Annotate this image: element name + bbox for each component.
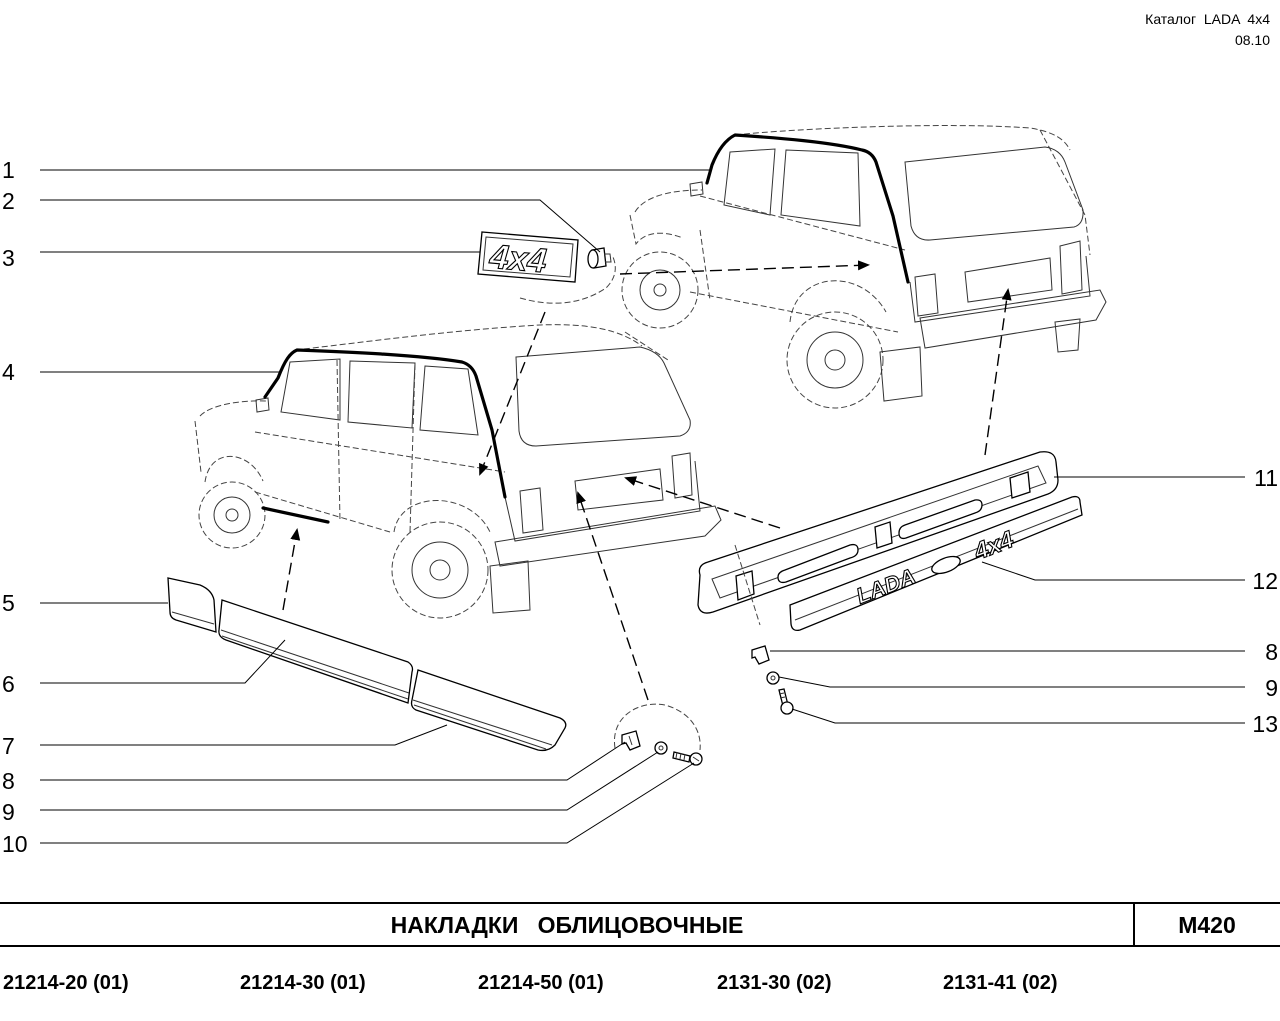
- callout-11: 11: [1254, 465, 1278, 491]
- car-illustration-lower: [194, 324, 722, 619]
- model-item: 21214-20 (01): [3, 972, 129, 994]
- model-item: 21214-30 (01): [240, 972, 366, 994]
- clip-part-2: [587, 247, 612, 269]
- emblem-lettering: 4x4: [487, 238, 548, 281]
- washer-part-9-right: [766, 671, 780, 685]
- fastener-part-8: [621, 730, 641, 751]
- model-item: 21214-50 (01): [478, 972, 604, 994]
- molding-part-7: [410, 669, 567, 752]
- rear-trim-part-11: [697, 451, 1059, 614]
- callout-9-right: 9: [1265, 675, 1278, 701]
- callout-8: 8: [2, 768, 15, 794]
- catalog-date: 08.10: [1235, 32, 1270, 48]
- washer-part-9: [654, 741, 668, 755]
- leader-lines: [40, 169, 1245, 844]
- lettered-trim-part-12: LADA 4x4: [789, 495, 1083, 632]
- callout-1: 1: [2, 157, 15, 183]
- title-block: НАКЛАДКИ ОБЛИЦОВОЧНЫЕ М420: [0, 902, 1280, 947]
- callout-10: 10: [2, 831, 28, 857]
- callout-2: 2: [2, 188, 15, 214]
- molding-part-6: [218, 599, 414, 704]
- molding-part-5: [167, 577, 217, 633]
- callouts-left: 1 2 3 4 5 6 7 8 9 10: [2, 157, 28, 857]
- model-list: 21214-20 (01) 21214-30 (01) 21214-50 (01…: [3, 972, 1058, 994]
- detail-circle-upper: [519, 256, 616, 304]
- callout-8-right: 8: [1265, 639, 1278, 665]
- callout-12: 12: [1252, 568, 1278, 594]
- model-item: 2131-41 (02): [943, 972, 1058, 994]
- screw-part-13: [778, 688, 794, 715]
- callout-3: 3: [2, 245, 15, 271]
- callout-13: 13: [1252, 711, 1278, 737]
- detail-circle-lower: [614, 703, 701, 751]
- emblem-part-3: 4x4: [477, 231, 579, 283]
- callout-5: 5: [2, 590, 15, 616]
- callout-7: 7: [2, 733, 15, 759]
- callout-4: 4: [2, 359, 15, 385]
- fastener-part-8-right: [751, 645, 770, 665]
- callouts-right: 11 12 8 9 13: [1252, 465, 1278, 737]
- page-title: НАКЛАДКИ ОБЛИЦОВОЧНЫЕ: [391, 912, 744, 938]
- screw-part-10: [672, 751, 703, 766]
- catalog-header: Каталог LADA 4x4: [1145, 11, 1270, 27]
- assembly-arrows: [282, 260, 1012, 701]
- page-code: М420: [1178, 912, 1236, 938]
- model-item: 2131-30 (02): [717, 972, 832, 994]
- callout-6: 6: [2, 671, 15, 697]
- car-illustration-upper: [621, 125, 1107, 409]
- callout-9: 9: [2, 799, 15, 825]
